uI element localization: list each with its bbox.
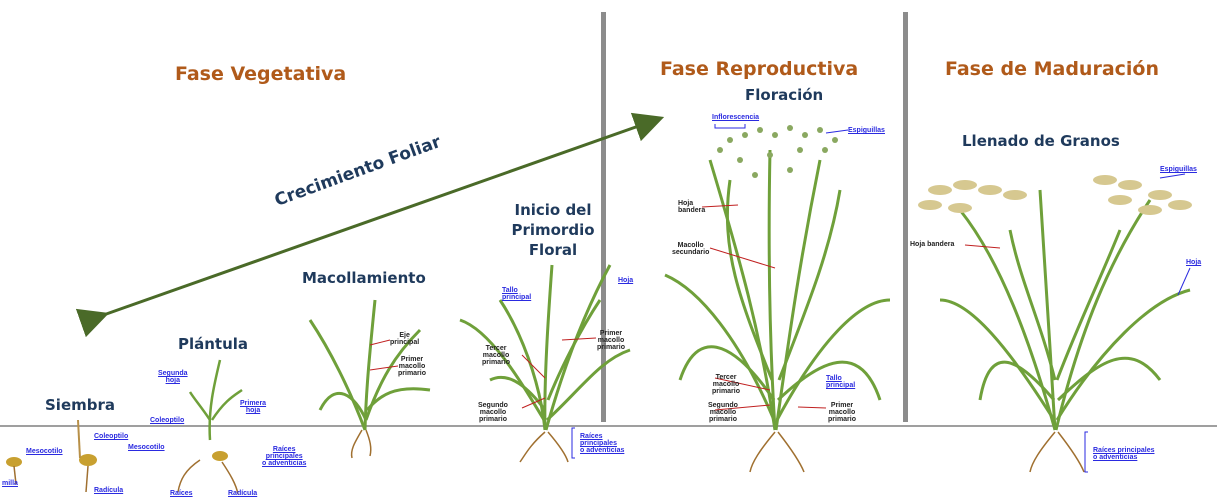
label-segundo-floracion-l3: primario bbox=[708, 416, 738, 423]
label-segunda-hoja-l1: Segunda bbox=[158, 370, 188, 377]
label-tallo-floracion-l1: Tallo bbox=[826, 375, 855, 382]
label-hoja-llenado: Hoja bbox=[1186, 259, 1201, 266]
label-primer-primordio-l2: macollo bbox=[597, 337, 625, 344]
label-coleoptilo-siembra: Coleoptilo bbox=[94, 433, 128, 440]
label-hoja-bandera-l1: Hoja bbox=[678, 200, 705, 207]
label-semilla: milla bbox=[2, 480, 18, 487]
floracion-panicle bbox=[717, 125, 838, 178]
stage-macollamiento: Macollamiento bbox=[302, 269, 426, 287]
label-segundo-macollo-floracion: Segundo macollo primario bbox=[708, 402, 738, 423]
label-macollo-secundario-l2: secundario bbox=[672, 249, 709, 256]
label-segundo-floracion-l1: Segundo bbox=[708, 402, 738, 409]
stage-llenado: Llenado de Granos bbox=[962, 132, 1120, 150]
label-tercer-floracion-l1: Tercer bbox=[712, 374, 740, 381]
label-radicula-plantula: Radícula bbox=[228, 490, 257, 497]
label-segunda-hoja-l2: hoja bbox=[158, 377, 188, 384]
llenado-plant bbox=[940, 190, 1190, 472]
label-raices-primordio-l1: Raíces bbox=[580, 433, 624, 440]
label-segundo-primordio-l2: macollo bbox=[478, 409, 508, 416]
phase-vegetativa: Fase Vegetativa bbox=[175, 63, 346, 85]
label-radicula-siembra: Radícula bbox=[94, 487, 123, 494]
label-primera-hoja: Primera hoja bbox=[240, 400, 266, 414]
stage-siembra: Siembra bbox=[45, 396, 115, 414]
label-raices-small: Raíces bbox=[170, 490, 193, 497]
stage-inicio-primordio: Inicio del Primordio Floral bbox=[505, 200, 601, 260]
label-eje-principal: Eje principal bbox=[390, 332, 419, 346]
label-espiguillas-floracion: Espiguillas bbox=[848, 127, 885, 134]
label-segunda-hoja: Segunda hoja bbox=[158, 370, 188, 384]
label-primera-hoja-l1: Primera bbox=[240, 400, 266, 407]
label-tercer-macollo-primordio: Tercer macollo primario bbox=[482, 345, 510, 366]
phase-reproductiva: Fase Reproductiva bbox=[660, 58, 858, 80]
label-tallo-primordio-l2: principal bbox=[502, 294, 531, 301]
label-raices-plantula-l1: Raíces bbox=[262, 446, 306, 453]
plantula-plant bbox=[178, 360, 242, 494]
label-primer-macollo-macollamiento: Primer macollo primario bbox=[398, 356, 426, 377]
label-primer-macollo-primordio: Primer macollo primario bbox=[597, 330, 625, 351]
label-tallo-primordio-l1: Tallo bbox=[502, 287, 531, 294]
divider-maturation bbox=[903, 12, 908, 422]
seed-plants bbox=[6, 420, 97, 492]
label-segundo-primordio-l3: primario bbox=[478, 416, 508, 423]
label-hoja-primordio: Hoja bbox=[618, 277, 633, 284]
label-eje-l1: Eje bbox=[390, 332, 419, 339]
label-tercer-primordio-l1: Tercer bbox=[482, 345, 510, 352]
label-tercer-primordio-l2: macollo bbox=[482, 352, 510, 359]
label-mesocotilo-plantula: Mesocotilo bbox=[128, 444, 165, 451]
label-raices-primordio-l2: principales bbox=[580, 440, 624, 447]
label-espiguillas-llenado: Espiguillas bbox=[1160, 166, 1197, 173]
label-tercer-primordio-l3: primario bbox=[482, 359, 510, 366]
label-coleoptilo-plantula: Coleoptilo bbox=[150, 417, 184, 424]
stage-floracion: Floración bbox=[745, 86, 823, 104]
label-primer-floracion-l3: primario bbox=[828, 416, 856, 423]
label-raices-llenado: Raíces principales o adventicias bbox=[1093, 447, 1154, 461]
label-primer-macollo-floracion: Primer macollo primario bbox=[828, 402, 856, 423]
label-raices-primordio: Raíces principales o adventicias bbox=[580, 433, 624, 454]
divider-reproductive bbox=[601, 12, 606, 422]
label-segundo-primordio-l1: Segundo bbox=[478, 402, 508, 409]
label-eje-l2: principal bbox=[390, 339, 419, 346]
label-primer-mac-l3: primario bbox=[398, 370, 426, 377]
label-tercer-macollo-floracion: Tercer macollo primario bbox=[712, 374, 740, 395]
label-raices-plantula-l2: principales bbox=[262, 453, 306, 460]
label-segundo-floracion-l2: macollo bbox=[708, 409, 738, 416]
label-segundo-macollo-primordio: Segundo macollo primario bbox=[478, 402, 508, 423]
stage-plantula: Plántula bbox=[178, 335, 248, 353]
label-primer-mac-l1: Primer bbox=[398, 356, 426, 363]
label-hoja-bandera-l2: bandera bbox=[678, 207, 705, 214]
label-tercer-floracion-l2: macollo bbox=[712, 381, 740, 388]
floracion-plant bbox=[665, 150, 890, 472]
label-raices-plantula-l3: o adventicias bbox=[262, 460, 306, 467]
phase-maduracion: Fase de Maduración bbox=[945, 58, 1159, 80]
label-tallo-principal-primordio: Tallo principal bbox=[502, 287, 531, 301]
label-macollo-secundario: Macollo secundario bbox=[672, 242, 709, 256]
llenado-grains bbox=[918, 175, 1192, 215]
label-macollo-secundario-l1: Macollo bbox=[672, 242, 709, 249]
label-inflorescencia: Inflorescencia bbox=[712, 114, 759, 121]
label-primer-mac-l2: macollo bbox=[398, 363, 426, 370]
stage-inicio-line1: Inicio del bbox=[505, 200, 601, 220]
label-primer-floracion-l1: Primer bbox=[828, 402, 856, 409]
label-hoja-bandera-llenado: Hoja bandera bbox=[910, 241, 954, 248]
stage-inicio-line2: Primordio bbox=[505, 220, 601, 240]
label-raices-primordio-l3: o adventicias bbox=[580, 447, 624, 454]
label-primer-floracion-l2: macollo bbox=[828, 409, 856, 416]
label-mesocotilo-siembra: Mesocotilo bbox=[26, 448, 63, 455]
label-tercer-floracion-l3: primario bbox=[712, 388, 740, 395]
macollamiento-plant bbox=[310, 300, 430, 458]
label-primer-primordio-l3: primario bbox=[597, 344, 625, 351]
label-primera-hoja-l2: hoja bbox=[240, 407, 266, 414]
stage-inicio-line3: Floral bbox=[505, 240, 601, 260]
label-tallo-floracion-l2: principal bbox=[826, 382, 855, 389]
label-primer-primordio-l1: Primer bbox=[597, 330, 625, 337]
label-raices-llenado-l1: Raíces principales bbox=[1093, 447, 1154, 454]
label-tallo-principal-floracion: Tallo principal bbox=[826, 375, 855, 389]
label-hoja-bandera-floracion: Hoja bandera bbox=[678, 200, 705, 214]
label-raices-plantula: Raíces principales o adventicias bbox=[262, 446, 306, 467]
label-raices-llenado-l2: o adventicias bbox=[1093, 454, 1154, 461]
